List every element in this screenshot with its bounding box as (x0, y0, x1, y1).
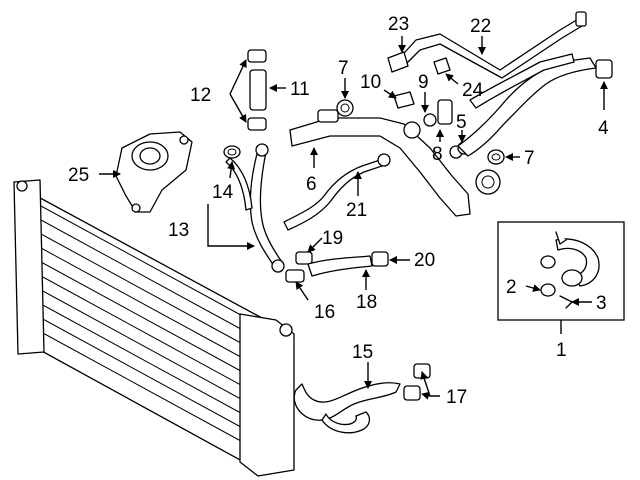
callout-5: 5 (456, 112, 467, 133)
callout-8: 8 (432, 144, 443, 165)
callout-15: 15 (352, 342, 373, 363)
callout-12: 12 (190, 85, 211, 106)
callout-16: 16 (314, 302, 335, 323)
bracket-10 (393, 91, 415, 109)
callout-19: 19 (322, 228, 343, 249)
callout-7-upper: 7 (338, 58, 349, 79)
pipe-21 (283, 153, 391, 231)
callout-10: 10 (360, 72, 381, 93)
gasket-7-upper (336, 99, 354, 117)
callout-7-lower: 7 (524, 148, 535, 169)
callout-13: 13 (168, 220, 189, 241)
callout-14: 14 (212, 182, 234, 203)
callout-1: 1 (556, 340, 567, 361)
callout-18: 18 (356, 292, 377, 313)
gasket-7-lower (487, 149, 505, 165)
radiator (13, 179, 295, 477)
callout-11: 11 (290, 79, 310, 100)
coolant-pipe-6 (289, 109, 501, 217)
hose-16 (285, 251, 313, 283)
callout-25: 25 (68, 165, 89, 186)
callout-6: 6 (306, 174, 317, 195)
coolant-line-22 (387, 11, 587, 79)
hose-4 (457, 53, 613, 157)
coolant-pipe-13 (225, 143, 285, 273)
gasket-14 (223, 145, 241, 159)
callout-23: 23 (388, 14, 409, 35)
callout-21: 21 (346, 200, 367, 221)
assembly-1-box (497, 221, 625, 321)
callout-3: 3 (596, 293, 607, 314)
callout-17: 17 (446, 387, 467, 408)
callout-20: 20 (414, 250, 435, 271)
callout-2: 2 (506, 277, 517, 298)
thermostat-housing (115, 131, 193, 213)
callout-labels: 1 2 3 4 5 6 7 7 8 9 10 11 12 13 14 15 16… (68, 14, 609, 408)
callout-4: 4 (598, 118, 609, 139)
hose-11-assembly (247, 49, 267, 131)
callout-24: 24 (462, 80, 484, 101)
hose-15 (293, 363, 431, 434)
callout-9: 9 (418, 72, 429, 93)
callout-22: 22 (470, 16, 491, 37)
hose-18 (307, 251, 389, 277)
leader-lines (99, 36, 608, 400)
